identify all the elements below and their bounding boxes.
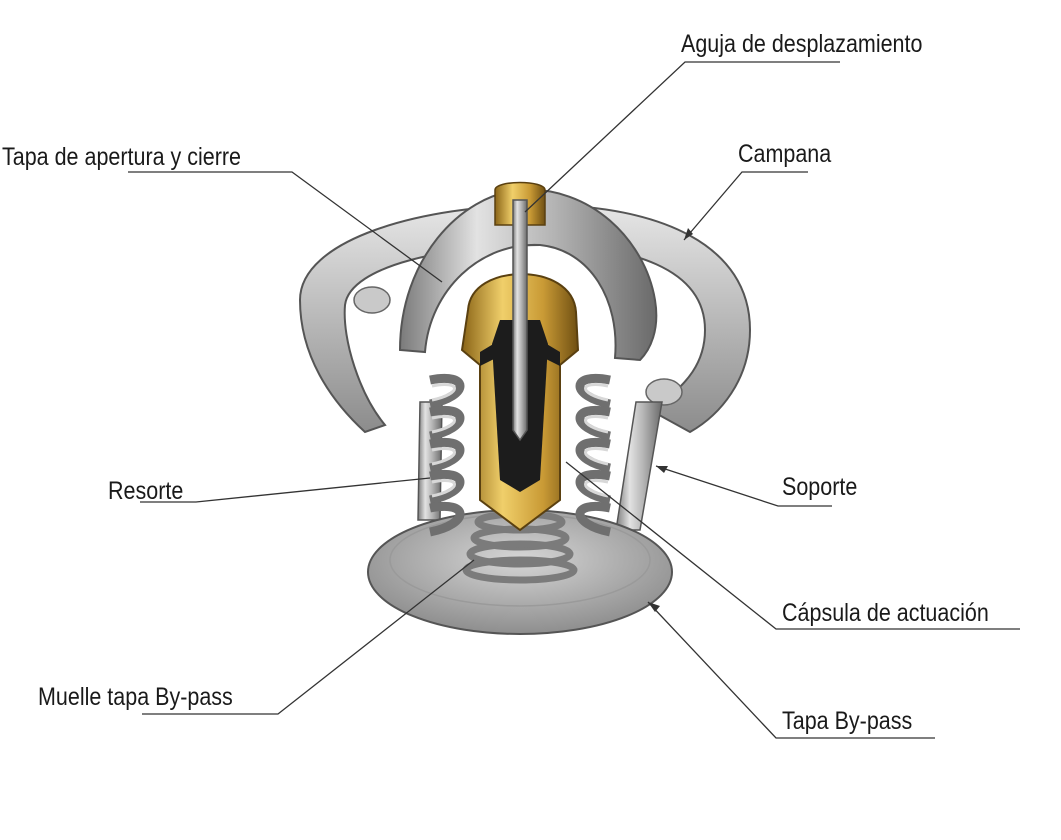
label-tapa-bypass: Tapa By-pass (782, 707, 913, 735)
label-muelle-tapa-bypass: Muelle tapa By-pass (38, 683, 233, 711)
label-tapa-apertura-cierre: Tapa de apertura y cierre (2, 143, 242, 171)
leader-soporte (655, 465, 832, 507)
label-capsula-actuacion: Cápsula de actuación (782, 599, 989, 627)
tapa-apertura-dome (398, 188, 658, 362)
leader-capsula (565, 461, 1020, 630)
label-soporte: Soporte (782, 473, 858, 501)
leader-campana (683, 171, 808, 241)
leader-bypass (647, 601, 935, 739)
label-aguja-desplazamiento: Aguja de desplazamiento (681, 30, 923, 58)
leader-aguja (524, 61, 840, 213)
leader-tapa (128, 171, 443, 283)
label-campana: Campana (738, 140, 832, 168)
label-resorte: Resorte (108, 477, 184, 505)
resorte-coils (428, 374, 612, 537)
leader-muelle (142, 559, 475, 715)
leader-lines (128, 61, 1020, 739)
aguja-needle (512, 199, 528, 442)
leader-resorte (140, 477, 431, 503)
